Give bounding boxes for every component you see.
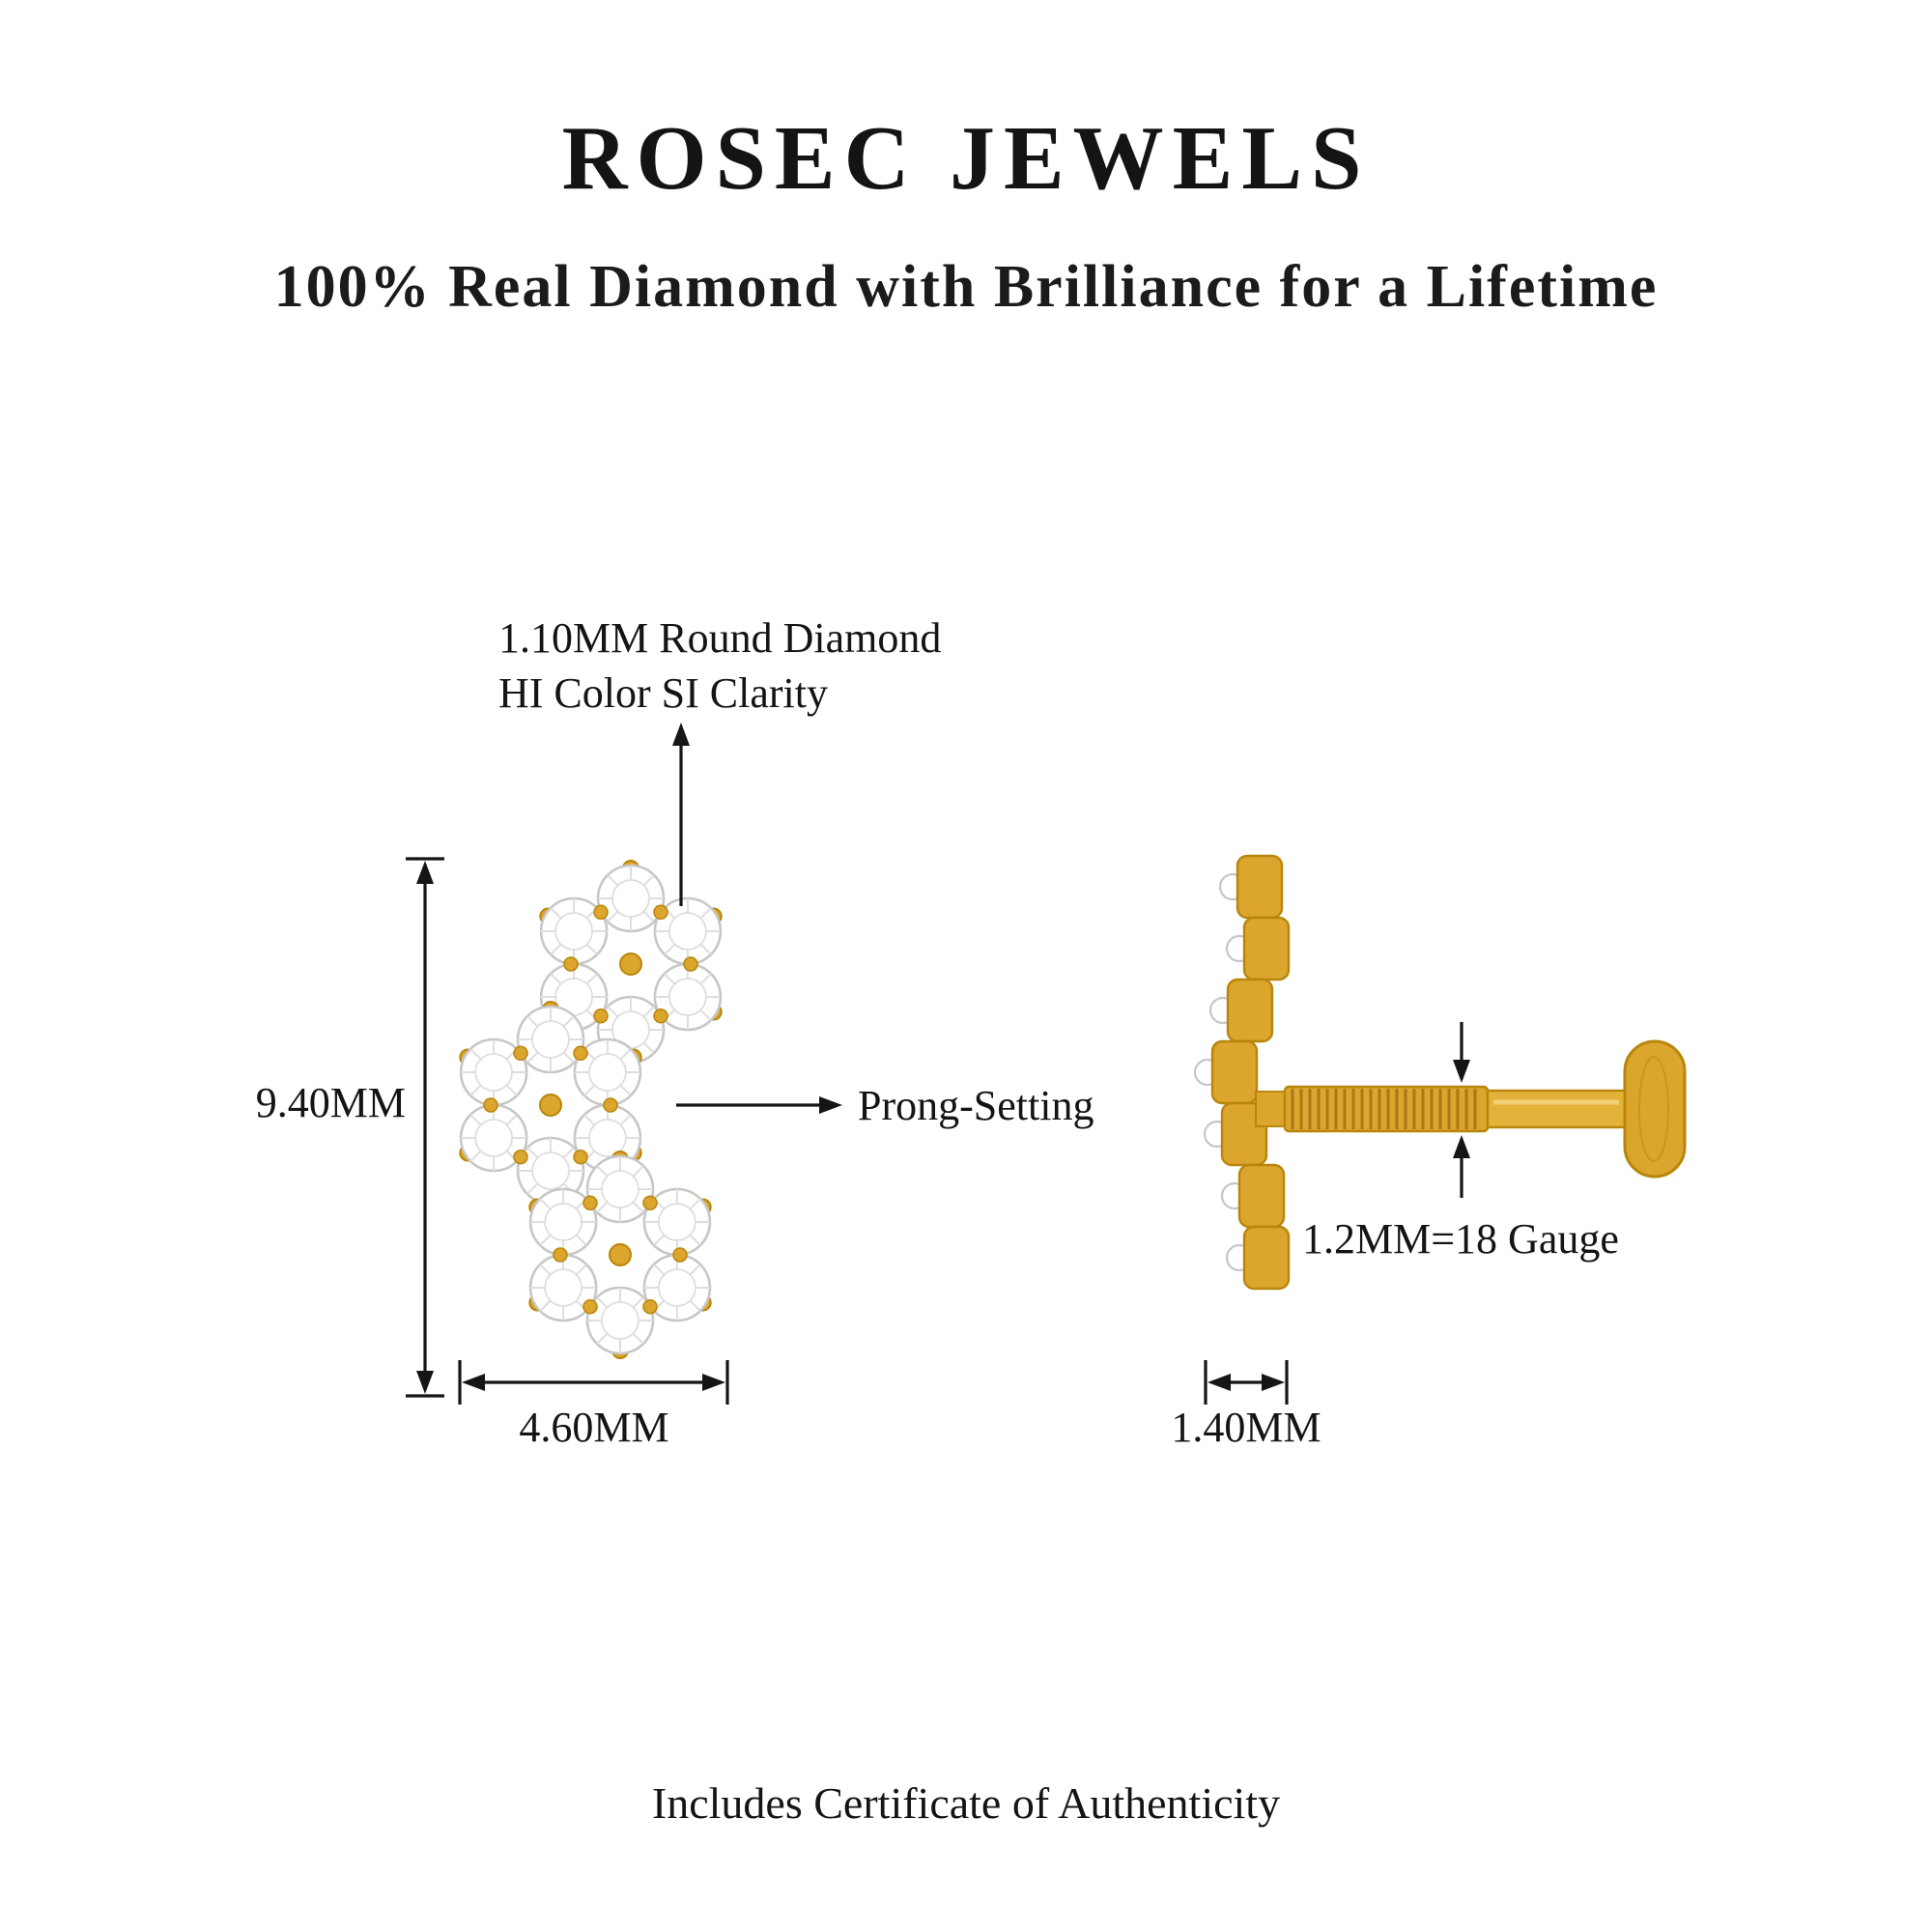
flat-back-disc <box>1623 1039 1687 1179</box>
diamond-size-text: 1.10MM Round Diamond <box>498 614 942 662</box>
front-width-dimension-line <box>458 1360 729 1405</box>
diamond-note-arrow <box>672 723 690 906</box>
certificate-note: Includes Certificate of Authenticity <box>651 1778 1281 1828</box>
post-shaft <box>1486 1089 1627 1129</box>
height-dimension-line <box>406 857 444 1398</box>
brand-title: ROSEC JEWELS <box>561 108 1371 209</box>
gauge-label: 1.2MM=18 Gauge <box>1302 1215 1619 1263</box>
height-dimension-label: 9.40MM <box>255 1079 406 1126</box>
earring-front-view-illustration <box>460 861 721 1358</box>
front-width-dimension-label: 4.60MM <box>519 1404 669 1451</box>
side-setting-stack <box>1210 854 1291 1291</box>
gauge-arrows <box>1453 1022 1470 1198</box>
side-width-dimension-label: 1.40MM <box>1171 1404 1321 1451</box>
diamond-spec-note: 1.10MM Round Diamond HI Color SI Clarity <box>498 611 941 721</box>
prong-setting-arrow <box>676 1096 842 1114</box>
side-width-dimension-line <box>1204 1360 1289 1405</box>
earring-side-view-illustration <box>1193 854 1687 1291</box>
diamond-quality-text: HI Color SI Clarity <box>498 669 828 717</box>
threaded-post <box>1283 1085 1490 1133</box>
tagline: 100% Real Diamond with Brilliance for a … <box>273 254 1659 320</box>
annotation-lines <box>406 723 1470 1405</box>
prong-setting-label: Prong-Setting <box>858 1082 1094 1129</box>
